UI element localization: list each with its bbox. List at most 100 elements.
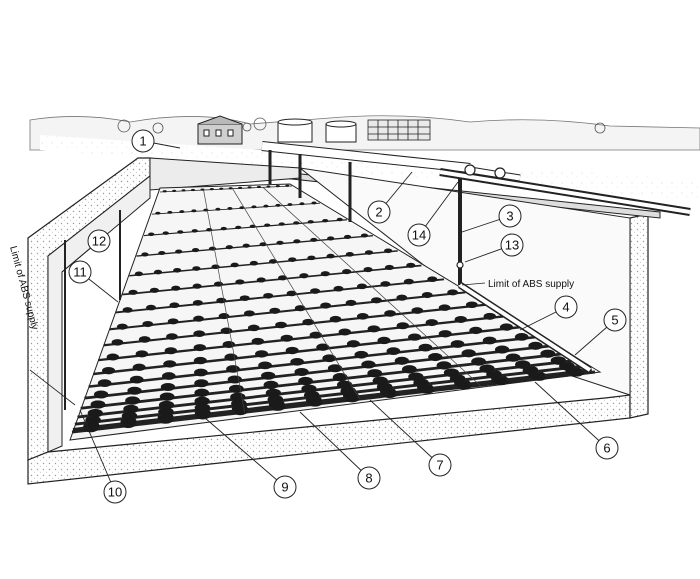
diffuser-disc — [263, 204, 269, 208]
diffuser-disc — [332, 372, 348, 382]
callout-circle — [428, 453, 452, 477]
diffuser-disc — [461, 349, 476, 358]
diffuser-disc — [102, 366, 116, 375]
diffuser-disc — [213, 281, 224, 287]
diffuser-disc — [224, 353, 238, 361]
diffuser-disc — [386, 347, 401, 356]
callout-circle — [131, 129, 155, 153]
diffuser-disc — [320, 302, 332, 309]
diffuser-disc — [208, 246, 217, 251]
diffuser-disc — [162, 231, 169, 235]
diffuser-disc — [327, 236, 335, 241]
diffuser-disc — [247, 324, 260, 332]
abs-supply-limit-right: Limit of ABS supply — [461, 279, 574, 290]
diffuser-disc — [194, 379, 209, 388]
callout-number: 3 — [506, 209, 513, 224]
diffuser-disc — [345, 252, 354, 257]
diffuser-disc — [294, 305, 306, 312]
diffuser-disc — [218, 313, 230, 320]
diffuser-disc — [225, 245, 233, 250]
diffuser-disc — [263, 380, 279, 390]
diffuser-disc — [286, 290, 297, 297]
diffuser-disc — [384, 248, 393, 254]
diffuser-disc — [162, 190, 167, 193]
diffuser-disc — [275, 203, 281, 207]
diffuser-disc — [251, 337, 265, 345]
callout-circle — [603, 308, 627, 332]
storage-tanks — [277, 118, 357, 143]
diffuser-disc — [132, 363, 146, 371]
diffuser-disc — [361, 360, 376, 369]
diffuser-disc — [528, 341, 543, 350]
diffuser-disc — [175, 249, 183, 254]
diffuser-disc — [191, 188, 195, 192]
callout-circle — [357, 466, 381, 490]
diffuser-disc — [134, 271, 143, 277]
diffuser-disc — [116, 323, 128, 330]
diffuser-disc — [550, 356, 566, 365]
diffuser-disc — [159, 392, 175, 401]
diffuser-disc — [356, 313, 369, 320]
callout-6: 6 — [534, 381, 619, 460]
diffuser-disc — [302, 318, 315, 326]
callout-10: 10 — [79, 409, 127, 504]
diffuser-disc — [263, 292, 274, 299]
callout-circle — [103, 480, 127, 504]
diffuser-disc — [167, 210, 173, 214]
diffuser-disc — [222, 341, 236, 348]
diffuser-disc — [256, 277, 266, 283]
diffuser-disc — [336, 217, 343, 222]
diffuser-disc — [257, 185, 261, 189]
diffuser-disc — [311, 201, 317, 205]
diffuser-disc — [377, 336, 391, 345]
diffuser-disc — [259, 242, 267, 247]
filter-structure — [367, 119, 431, 141]
diffuser-disc — [164, 347, 178, 355]
diffuser-disc — [418, 343, 433, 352]
diffuser-disc — [235, 279, 245, 285]
diffuser-disc — [469, 326, 483, 335]
diffuser-disc — [135, 350, 149, 358]
diffuser-disc — [310, 288, 321, 294]
diffuser-disc — [155, 211, 161, 215]
diffuser-disc — [172, 189, 177, 192]
diffuser-disc — [122, 307, 133, 313]
diffuser-disc — [255, 350, 269, 358]
diffuser-disc — [242, 243, 250, 248]
trees — [117, 117, 606, 134]
diffuser-disc — [258, 361, 272, 370]
diffuser-disc — [384, 310, 396, 317]
diffuser-disc — [125, 396, 140, 405]
diffuser-disc — [290, 357, 305, 366]
diffuser-disc — [411, 307, 424, 314]
callout-number: 8 — [365, 471, 372, 486]
diffuser-disc — [364, 250, 374, 255]
diffuser-disc — [371, 297, 382, 304]
diffuser-disc — [329, 315, 342, 323]
callout-circle — [87, 229, 111, 253]
callout-number: 10 — [108, 485, 122, 500]
diffuser-disc — [160, 382, 176, 392]
diffuser-disc — [161, 372, 176, 380]
callout-9: 9 — [204, 417, 297, 499]
diffuser-disc — [408, 333, 422, 341]
diffuser-disc — [251, 205, 257, 209]
callout-number: 14 — [412, 228, 426, 243]
diffuser-disc — [288, 257, 297, 262]
callout-leader — [534, 381, 608, 449]
callout-leader — [369, 399, 441, 466]
diffuser-disc — [209, 188, 214, 191]
diffuser-disc — [194, 403, 211, 413]
diffuser-disc — [142, 320, 154, 328]
diffuser-disc — [326, 253, 335, 259]
diffuser-disc — [267, 394, 284, 404]
diffuser-disc — [338, 328, 352, 336]
callout-number: 2 — [375, 205, 382, 220]
diffuser-disc — [167, 318, 179, 325]
diffuser-disc — [276, 240, 284, 245]
diffuser-disc — [540, 349, 556, 358]
callout-3: 3 — [461, 204, 522, 233]
diffuser-disc — [269, 259, 278, 264]
